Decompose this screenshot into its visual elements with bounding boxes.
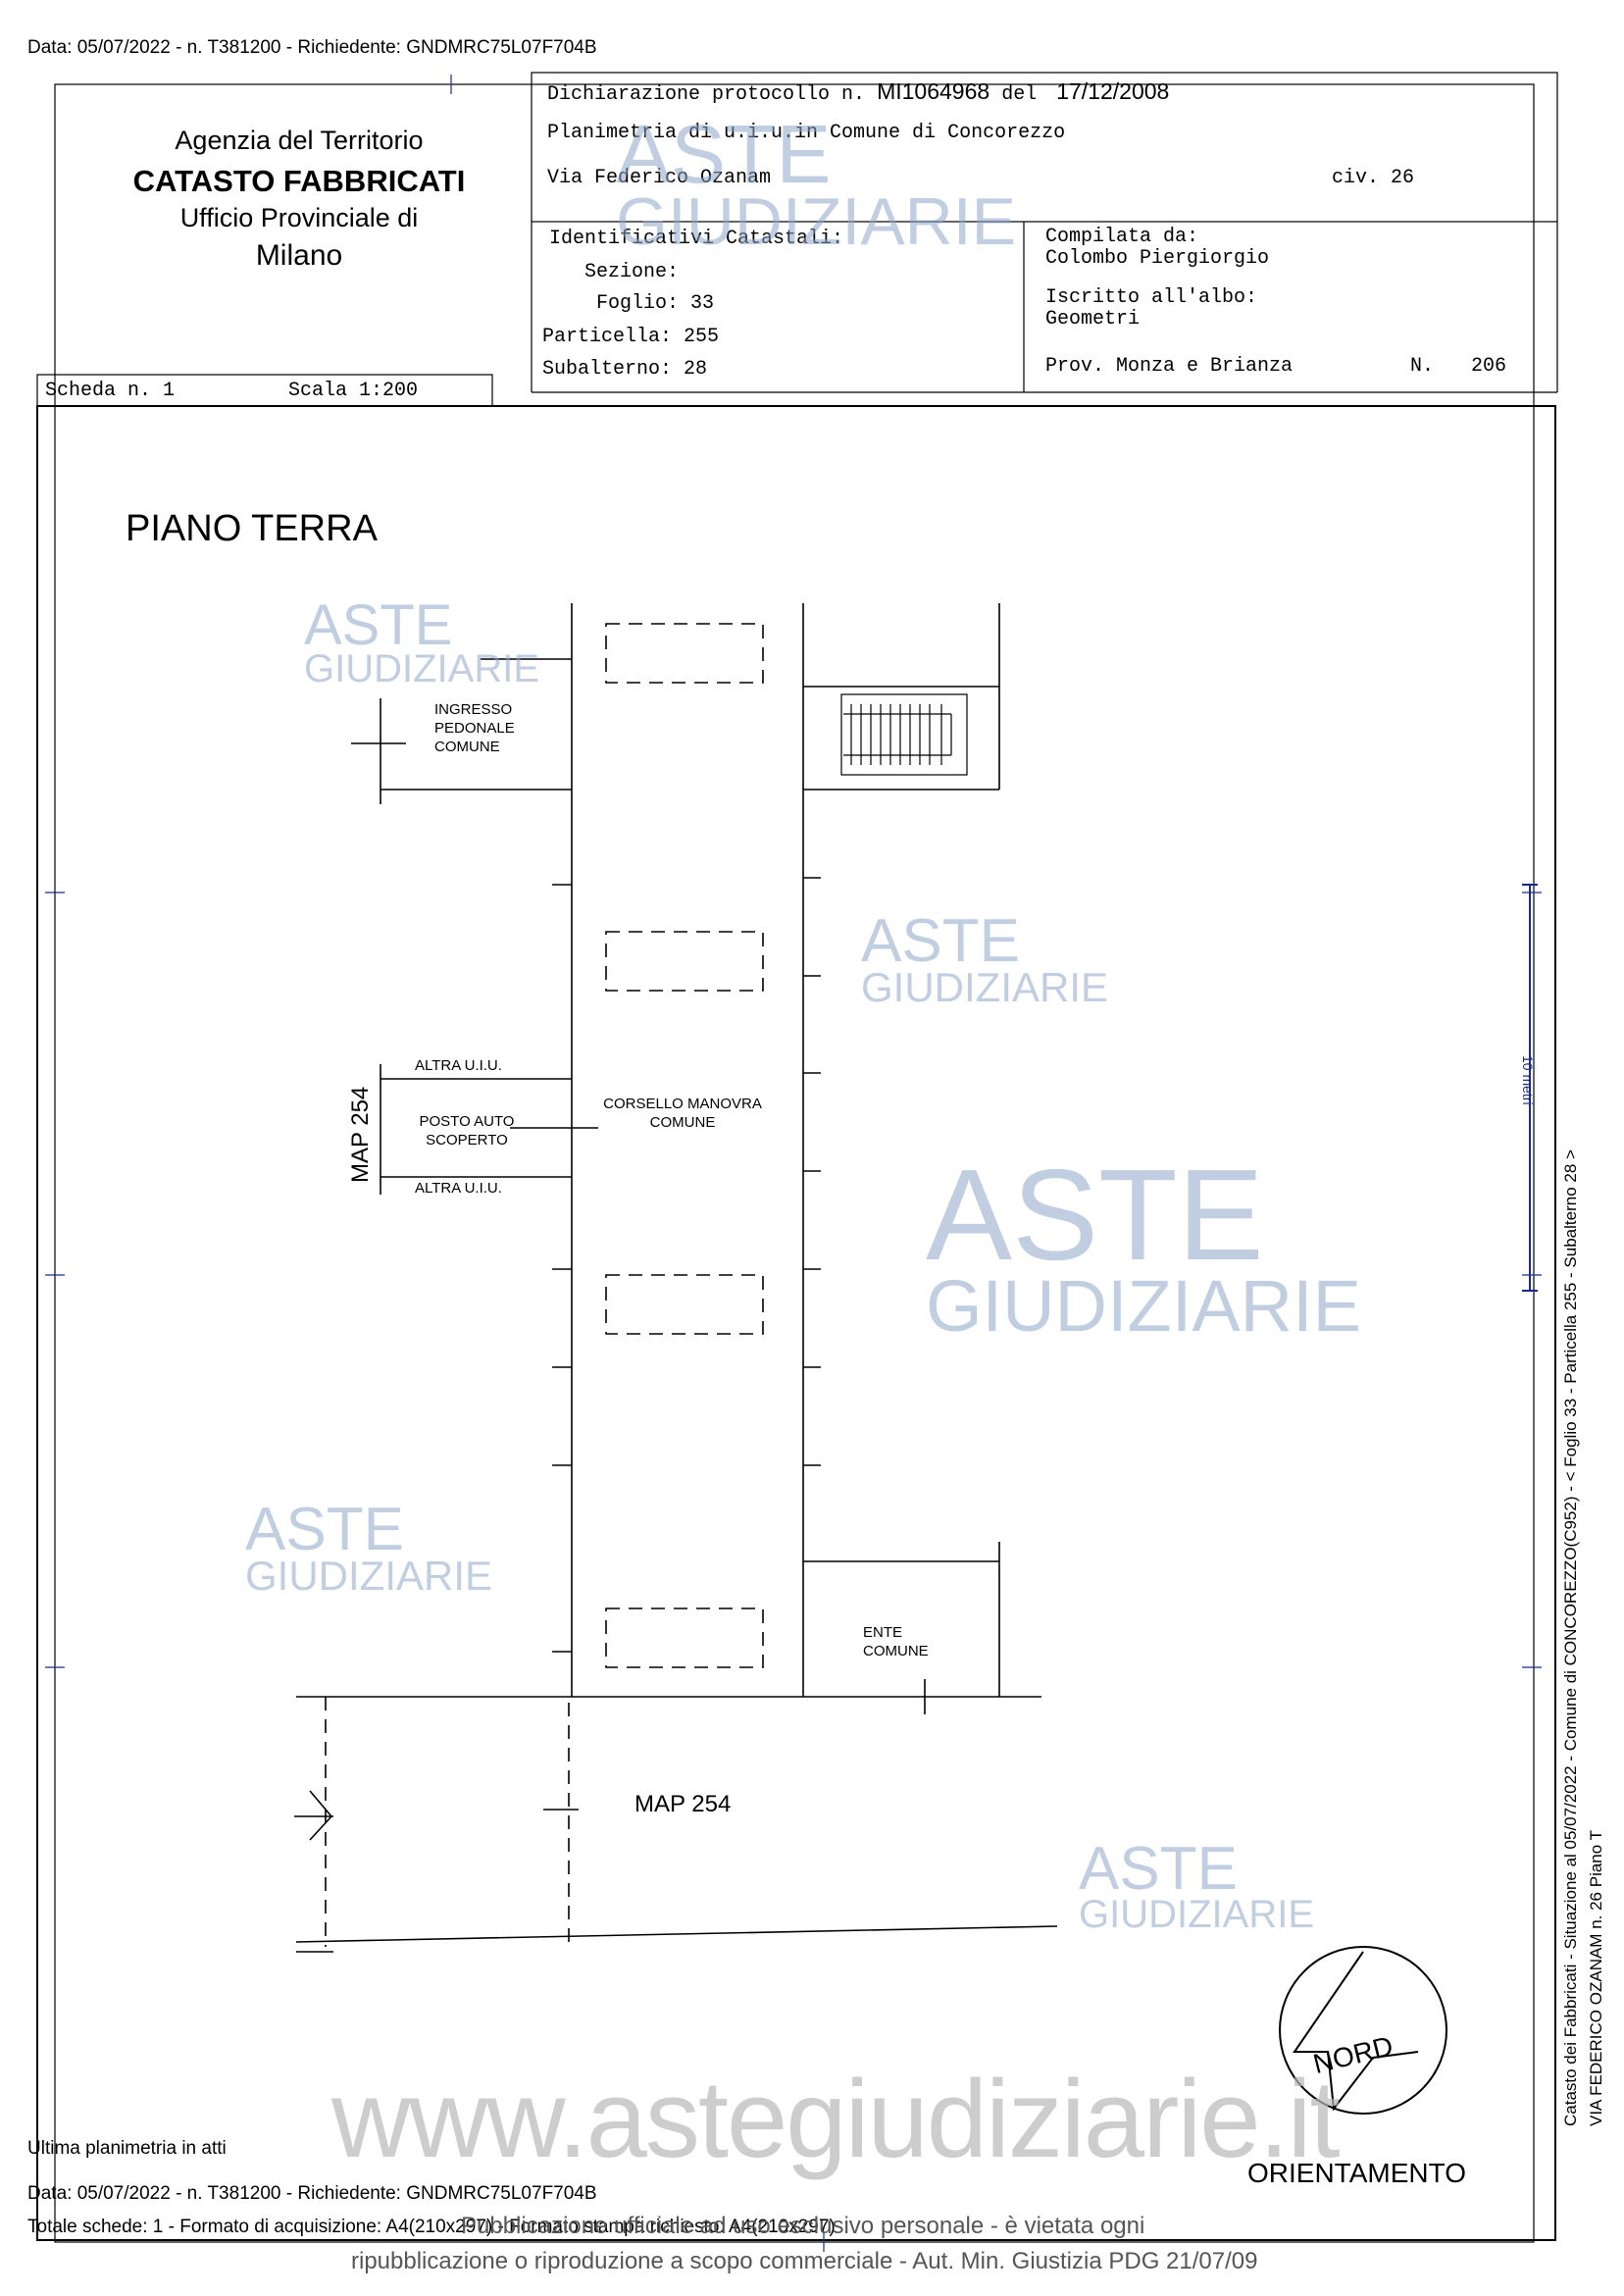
side-text-2: VIA FEDERICO OZANAM n. 26 Piano T: [1587, 1829, 1605, 2126]
watermark-5: ASTE GIUDIZIARIE: [1079, 1835, 1315, 1936]
scale-bar-label: 10 metri: [1520, 1055, 1536, 1105]
compilata-n-label: N.: [1410, 355, 1435, 378]
wm4-brand2: GIUDIZIARIE: [245, 1552, 493, 1599]
footer-ultima: Ultima planimetria in atti: [27, 2138, 227, 2159]
wm4-brand1: ASTE: [245, 1496, 404, 1563]
protocol-line: Dichiarazione protocollo n. MI1064968 de…: [547, 78, 1169, 106]
footer-totale: Totale schede: 1 - Formato di acquisizio…: [27, 2217, 836, 2237]
label-corsello: CORSELLO MANOVRA COMUNE: [586, 1095, 779, 1132]
corsello-line1: CORSELLO MANOVRA: [603, 1096, 762, 1112]
side-text-1: Catasto dei Fabbricati - Situazione al 0…: [1561, 1149, 1580, 2126]
address-civ: civ. 26: [1332, 167, 1415, 189]
protocol-label: Dichiarazione protocollo n.: [547, 83, 866, 106]
scala: Scala 1:200: [288, 380, 419, 402]
wm3-brand2: GIUDIZIARIE: [926, 1264, 1362, 1347]
label-altra-uiu-bottom: ALTRA U.I.U.: [415, 1180, 502, 1197]
albo-value: Geometri: [1045, 308, 1141, 331]
albo-label: Iscritto all'albo:: [1045, 286, 1258, 309]
compilata-name: Colombo Piergiorgio: [1045, 247, 1270, 270]
wm2-brand2: GIUDIZIARIE: [861, 963, 1109, 1010]
label-orientamento: ORIENTAMENTO: [1247, 2158, 1466, 2188]
watermark-2: ASTE GIUDIZIARIE: [861, 907, 1109, 1010]
particella: Particella: 255: [542, 326, 720, 348]
agency-line3: Ufficio Provinciale di: [179, 203, 419, 232]
footer-data-line: Data: 05/07/2022 - n. T381200 - Richiede…: [27, 2183, 597, 2204]
compilata-label: Compilata da:: [1045, 226, 1199, 248]
watermark-1: ASTE GIUDIZIARIE: [304, 593, 540, 691]
label-posto-auto: POSTO AUTO SCOPERTO: [416, 1112, 518, 1149]
label-altra-uiu-top: ALTRA U.I.U.: [415, 1057, 502, 1074]
protocol-del: del: [1001, 83, 1038, 106]
wm2-brand1: ASTE: [861, 907, 1020, 975]
sezione: Sezione:: [584, 261, 680, 283]
ente-line2: COMUNE: [863, 1643, 929, 1659]
posto-auto-line2: SCOPERTO: [426, 1132, 508, 1148]
protocol-date: 17/12/2008: [1056, 78, 1170, 104]
address-street: Via Federico Ozanam: [547, 167, 772, 189]
watermark-3: ASTE GIUDIZIARIE: [926, 1143, 1362, 1347]
ingresso-line2: PEDONALE: [434, 720, 515, 737]
ente-line1: ENTE: [863, 1624, 903, 1641]
subalterno: Subalterno: 28: [542, 358, 708, 381]
agency-line2: CATASTO FABBRICATI: [132, 164, 466, 198]
label-ingresso: INGRESSO PEDONALE COMUNE: [434, 700, 515, 756]
watermark-url: www.astegiudiziarie.it: [331, 2058, 1341, 2180]
foglio: Foglio: 33: [596, 292, 715, 315]
corsello-line2: COMUNE: [649, 1114, 716, 1131]
label-map-vertical: MAP 254: [347, 1086, 374, 1183]
protocol-number: MI1064968: [877, 78, 990, 104]
wm5-brand2: GIUDIZIARIE: [1079, 1892, 1315, 1936]
floor-title: PIANO TERRA: [126, 508, 378, 549]
watermark-4: ASTE GIUDIZIARIE: [245, 1496, 493, 1599]
label-map-horizontal: MAP 254: [634, 1791, 732, 1817]
wm-header-brand2: GIUDIZIARIE: [616, 183, 1017, 259]
label-ente: ENTE COMUNE: [863, 1623, 929, 1660]
ingresso-line1: INGRESSO: [434, 701, 513, 718]
compilata-n-value: 206: [1471, 355, 1507, 378]
agency-header: Agenzia del Territorio CATASTO FABBRICAT…: [127, 126, 471, 273]
top-data-line: Data: 05/07/2022 - n. T381200 - Richiede…: [27, 37, 597, 58]
scheda: Scheda n. 1: [45, 380, 176, 402]
agency-line1: Agenzia del Territorio: [175, 126, 424, 155]
planimetria-line: Planimetria di u.i.u.in Comune di Concor…: [547, 122, 1066, 144]
wm-header-brand1: ASTE: [616, 108, 832, 200]
watermark-header: ASTE GIUDIZIARIE: [616, 108, 1017, 259]
footer-notice-2: ripubblicazione o riproduzione a scopo c…: [351, 2248, 1258, 2274]
wm3-brand1: ASTE: [926, 1143, 1264, 1287]
agency-line4: Milano: [255, 239, 343, 272]
wm5-brand1: ASTE: [1079, 1835, 1238, 1903]
identificativi-title: Identificativi Catastali:: [549, 228, 844, 250]
footer-notice-1: Pubblicazione ufficiale ad uso esclusivo…: [461, 2213, 1145, 2239]
compilata-prov: Prov. Monza e Brianza: [1045, 355, 1294, 378]
wm1-brand1: ASTE: [304, 593, 453, 657]
ingresso-line3: COMUNE: [434, 739, 500, 755]
posto-auto-line1: POSTO AUTO: [419, 1113, 515, 1130]
wm1-brand2: GIUDIZIARIE: [304, 647, 540, 691]
